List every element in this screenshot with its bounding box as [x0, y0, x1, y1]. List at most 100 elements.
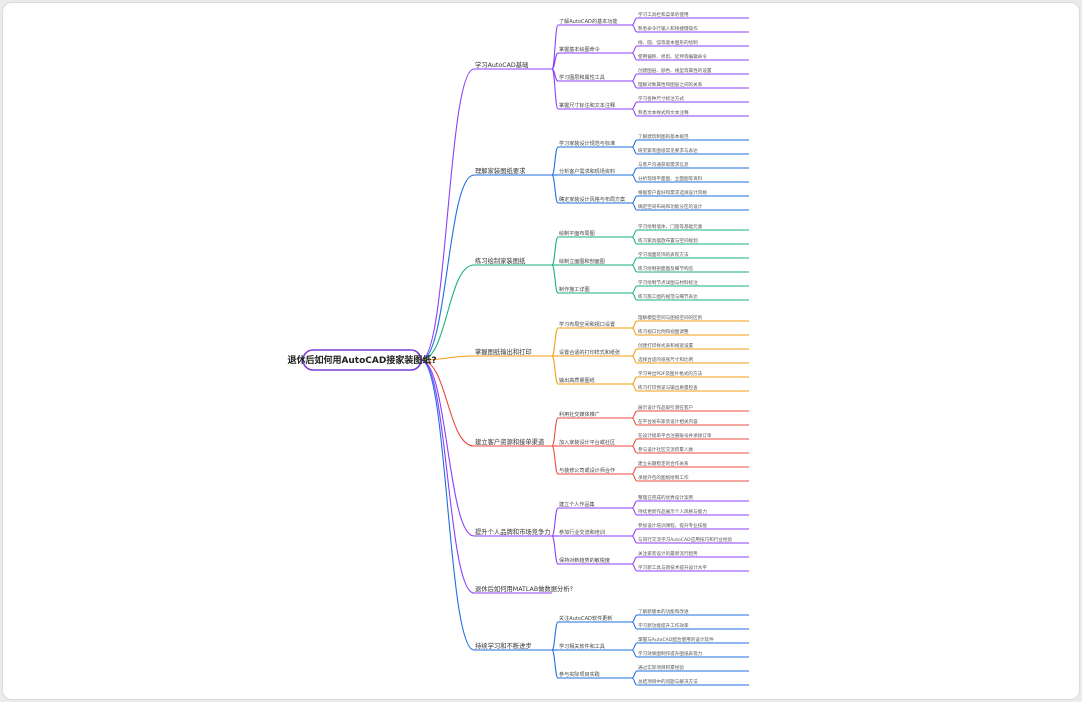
detail-node-label[interactable]: 根据客户喜好和需求选择设计风格 — [638, 189, 707, 196]
branch-connector — [420, 264, 475, 361]
detail-node-label[interactable]: 与客户沟通获取需求信息 — [638, 161, 689, 168]
subtopic-node-label[interactable]: 加入家装设计平台或社区 — [559, 439, 615, 446]
branch-node-label[interactable]: 学习AutoCAD基础 — [475, 60, 528, 69]
branch-node-label[interactable]: 建立客户资源和接单渠道 — [475, 437, 545, 446]
subtopic-node-label[interactable]: 确定家装设计风格与布局方案 — [559, 196, 625, 203]
detail-node-label[interactable]: 持续更新作品展示个人风格与能力 — [638, 508, 707, 515]
subtopic-node-label[interactable]: 掌握基本绘图命令 — [559, 46, 600, 53]
subtopic-node-label[interactable]: 建立个人作品集 — [559, 501, 595, 508]
detail-node-label[interactable]: 确定空间布局和功能分区的设计 — [638, 203, 703, 210]
detail-connector — [631, 52, 638, 61]
detail-node-label[interactable]: 创建打印样式表和线宽设置 — [638, 342, 694, 349]
detail-node-label[interactable]: 研究家装图纸常见要求与表达 — [638, 147, 698, 154]
detail-node-label[interactable]: 关注家装设计的最新流行趋势 — [638, 550, 698, 557]
subtopic-node-label[interactable]: 保持对新趋势的敏锐度 — [559, 557, 610, 564]
branch-node-label[interactable]: 持续学习和不断进步 — [475, 641, 532, 650]
subtopic-node-label[interactable]: 与装修公司或设计师合作 — [559, 467, 615, 474]
subtopic-node-label[interactable]: 掌握尺寸标注和文本注释 — [559, 102, 615, 109]
subtopic-connector — [551, 52, 559, 70]
detail-connector — [631, 535, 638, 544]
detail-node-label[interactable]: 掌握与AutoCAD配合使用的设计软件 — [638, 636, 714, 643]
detail-node-label[interactable]: 学习新功能提升工作效率 — [638, 622, 689, 629]
branch-node-label[interactable]: 退休后如何用MATLAB做数据分析? — [475, 584, 573, 593]
subtopic-node-label[interactable]: 了解AutoCAD的基本功能 — [559, 18, 617, 25]
detail-node-label[interactable]: 总结项目中的问题与解决方法 — [638, 678, 698, 685]
branch-node-label[interactable]: 提升个人品牌和市场竞争力 — [475, 527, 551, 536]
detail-connector — [631, 348, 638, 357]
branch-node-label[interactable]: 理解家装图纸要求 — [475, 166, 526, 175]
subtopic-node-label[interactable]: 绘制立面图和剖面图 — [559, 258, 605, 265]
detail-node-label[interactable]: 了解建筑制图的基本规范 — [638, 133, 689, 140]
detail-node-label[interactable]: 参与设计社区交流积累人脉 — [638, 446, 694, 453]
detail-connector — [631, 292, 638, 301]
detail-connector — [631, 17, 638, 26]
detail-node-label[interactable]: 学习各种尺寸标注方式 — [638, 95, 684, 102]
subtopic-connector — [551, 535, 559, 565]
detail-node-label[interactable]: 了解新版本的功能和改进 — [638, 608, 689, 615]
detail-node-label[interactable]: 使用偏移、修剪、延伸等编辑命令 — [638, 53, 707, 60]
detail-node-label[interactable]: 承接外包的图纸绘制工作 — [638, 474, 689, 481]
subtopic-connector — [551, 507, 559, 537]
detail-node-label[interactable]: 练习打印预览与输出质量检查 — [638, 384, 698, 391]
detail-node-label[interactable]: 学习工具栏和菜单的使用 — [638, 11, 689, 18]
subtopic-node-label[interactable]: 制作施工详图 — [559, 286, 590, 293]
detail-node-label[interactable]: 学习墙面装饰的表现方法 — [638, 251, 689, 258]
detail-connector — [631, 73, 638, 82]
detail-node-label[interactable]: 创建图层、颜色、线型等属性的设置 — [638, 67, 712, 74]
subtopic-node-label[interactable]: 学习布局空间和视口设置 — [559, 321, 615, 328]
detail-node-label[interactable]: 熟悉命令行输入和快捷键操作 — [638, 25, 698, 32]
subtopic-node-label[interactable]: 输出高质量图纸 — [559, 377, 595, 384]
subtopic-node-label[interactable]: 关注AutoCAD软件更新 — [559, 615, 612, 622]
subtopic-connector — [551, 417, 559, 447]
detail-connector — [631, 101, 638, 110]
branch-node-label[interactable]: 掌握图纸输出和打印 — [475, 347, 532, 356]
subtopic-connector — [551, 649, 559, 679]
detail-node-label[interactable]: 整理已完成的优秀设计案例 — [638, 494, 694, 501]
detail-connector — [631, 473, 638, 482]
subtopic-node-label[interactable]: 分析客户需求和现场资料 — [559, 168, 615, 175]
subtopic-node-label[interactable]: 参加行业交流和培训 — [559, 529, 605, 536]
detail-node-label[interactable]: 线、圆、弧等基本图形的绘制 — [638, 39, 698, 46]
detail-node-label[interactable]: 通过实际项目积累经验 — [638, 664, 684, 671]
detail-node-label[interactable]: 练习家具摆放布置与空间规划 — [638, 237, 698, 244]
detail-node-label[interactable]: 在平台发布家装设计相关内容 — [638, 418, 698, 425]
detail-node-label[interactable]: 分析现场平面图、立面图等资料 — [638, 175, 703, 182]
detail-node-label[interactable]: 在设计接单平台注册账号并承接订单 — [638, 432, 712, 439]
detail-node-label[interactable]: 熟悉文本样式和文本注释 — [638, 109, 689, 116]
subtopic-connector — [551, 355, 559, 385]
detail-node-label[interactable]: 练习绘制剖面图及细节构造 — [638, 265, 694, 272]
subtopic-node-label[interactable]: 设置合适的打印样式和纸张 — [559, 349, 620, 356]
detail-node-label[interactable]: 练习施工图的规范与细节表达 — [638, 293, 698, 300]
subtopic-node-label[interactable]: 学习相关软件和工具 — [559, 643, 605, 650]
detail-node-label[interactable]: 展示设计作品吸引潜在客户 — [638, 404, 693, 411]
branch-node-label[interactable]: 练习绘制家装图纸 — [475, 256, 526, 265]
subtopic-node-label[interactable]: 参与实际项目实践 — [559, 671, 600, 678]
detail-node-label[interactable]: 学习新工具与新技术提升设计水平 — [638, 564, 707, 571]
detail-connector — [631, 195, 638, 204]
subtopic-node-label[interactable]: 学习图层和属性工具 — [559, 74, 605, 81]
detail-node-label[interactable]: 建立长期稳定的合作关系 — [638, 460, 689, 467]
detail-node-label[interactable]: 理解对象属性和图层之间的关系 — [638, 81, 703, 88]
detail-connector — [631, 376, 638, 385]
detail-node-label[interactable]: 学习绘制墙体、门窗等基础元素 — [638, 223, 703, 230]
detail-node-label[interactable]: 练习视口比例和视图调整 — [638, 328, 689, 335]
detail-node-label[interactable]: 学习导出PDF及图片格式的方法 — [638, 370, 702, 377]
subtopic-connector — [551, 68, 559, 110]
branch-connector — [420, 359, 475, 447]
detail-node-label[interactable]: 参加设计培训课程，提升专业技能 — [638, 522, 707, 529]
detail-node-label[interactable]: 理解模型空间与图纸空间的区别 — [638, 314, 703, 321]
detail-connector — [631, 507, 638, 516]
detail-node-label[interactable]: 学习效果图制作提升图纸表现力 — [638, 650, 703, 657]
detail-connector — [631, 264, 638, 273]
detail-connector — [631, 466, 638, 475]
root-node[interactable]: 退休后如何用AutoCAD接家装图纸? — [287, 349, 437, 371]
connector-lines — [420, 17, 749, 686]
subtopic-connector — [551, 24, 559, 70]
subtopic-node-label[interactable]: 利用社交媒体推广 — [559, 411, 600, 418]
subtopic-node-label[interactable]: 学习家装设计规范与标准 — [559, 140, 615, 147]
detail-node-label[interactable]: 选择合适的纸张尺寸和比例 — [638, 356, 694, 363]
detail-node-label[interactable]: 学习绘制节点详图与材料标注 — [638, 279, 698, 286]
subtopic-node-label[interactable]: 绘制平面布局图 — [559, 230, 595, 237]
detail-node-label[interactable]: 与同行交流学习AutoCAD应用技巧和行业经验 — [638, 536, 732, 543]
detail-connector — [631, 320, 638, 329]
